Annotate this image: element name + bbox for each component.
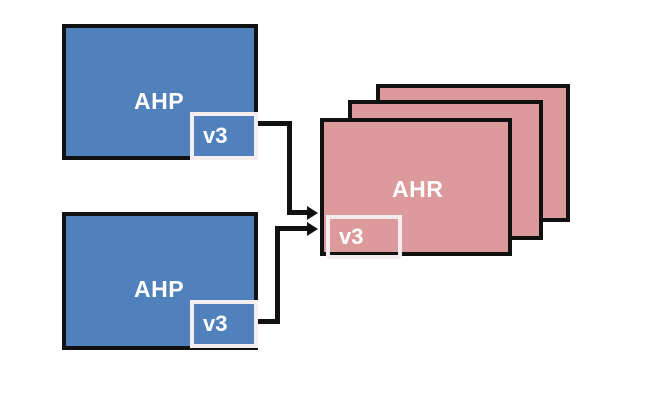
ahp-bottom-version-label: v3	[203, 311, 228, 336]
ahp-top-label: AHP	[134, 88, 185, 114]
ahr-version-chip[interactable]: v3	[326, 215, 402, 259]
ahr-version-label: v3	[339, 224, 364, 249]
ahr-label: AHR	[392, 176, 444, 202]
ahp-box-top[interactable]: AHP v3	[62, 24, 258, 160]
connector-segment-horizontal-in	[275, 226, 310, 231]
ahp-bottom-label: AHP	[134, 276, 185, 302]
ahp-top-version-label: v3	[203, 123, 228, 148]
arrow-head-icon-top	[307, 206, 318, 220]
connector-segment-vertical	[275, 226, 280, 324]
connector-segment-horizontal-out	[256, 121, 292, 126]
connector-segment-horizontal-in	[287, 210, 309, 215]
ahr-layer-front[interactable]: AHR v3	[320, 118, 512, 259]
ahp-top-version-chip[interactable]: v3	[190, 112, 258, 160]
ahp-bottom-version-chip[interactable]: v3	[190, 300, 258, 348]
ahp-box-bottom[interactable]: AHP v3	[62, 212, 258, 350]
connector-segment-horizontal-out	[256, 319, 280, 324]
connector-segment-vertical	[287, 121, 292, 215]
arrow-head-icon-bottom	[307, 222, 318, 236]
